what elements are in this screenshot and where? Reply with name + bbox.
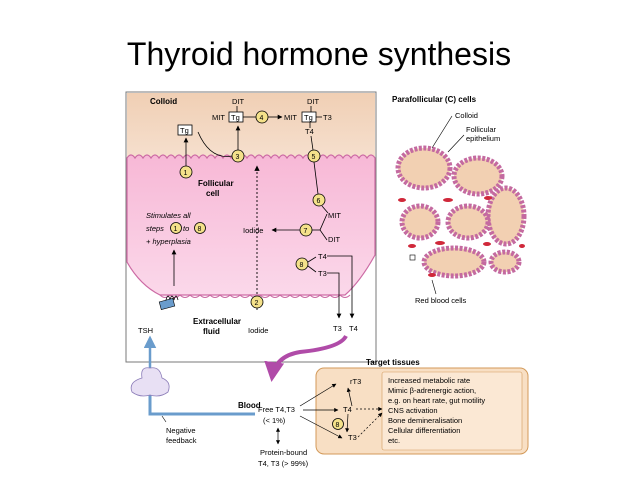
follicular-label-2: cell xyxy=(206,189,219,198)
iodide-outside-label: Iodide xyxy=(248,326,268,335)
dit-mid-label: DIT xyxy=(328,235,341,244)
effect-4: CNS activation xyxy=(388,406,438,415)
tsh-receptor-icon xyxy=(158,297,176,311)
step-2-circle xyxy=(250,295,264,309)
tg-left-label: Tg xyxy=(231,113,240,122)
arrow-tg-to-3 xyxy=(197,131,233,157)
mit-left-label: MIT xyxy=(212,113,225,122)
feedback-pointer xyxy=(161,415,167,423)
stimulates-step-8-circle xyxy=(194,222,206,234)
effect-2: Mimic β-adrenergic action, xyxy=(388,386,476,395)
target-t3-label: T3 xyxy=(348,433,357,442)
tsh-receptor-loops xyxy=(165,295,179,301)
step-1-label: 1 xyxy=(184,170,188,177)
step-4-label: 4 xyxy=(260,115,264,122)
effect-7: etc. xyxy=(388,436,400,445)
arrow-t4-out xyxy=(327,255,355,319)
arrow-t4-to-t3 xyxy=(345,413,350,433)
arrow-t4-to-rt3 xyxy=(346,387,353,407)
blood-label: Blood xyxy=(238,401,261,410)
stimulates-line-1: Stimulates all xyxy=(146,211,191,220)
target-t4-label: T4 xyxy=(343,405,352,414)
negative-feedback-1: Negative xyxy=(166,426,196,435)
t4-top-label: T4 xyxy=(305,127,314,136)
target-step-8-circle xyxy=(332,418,344,430)
t4-bottom-label: T4 xyxy=(349,324,358,333)
follicular-epithelium-1: Follicular xyxy=(466,125,497,134)
follicular-epithelium-2: epithelium xyxy=(466,134,500,143)
slide-title: Thyroid hormone synthesis xyxy=(126,36,512,72)
negative-feedback-line xyxy=(148,392,255,416)
effect-3: e.g. on heart rate, gut motility xyxy=(388,396,485,405)
step-8-circle xyxy=(295,257,309,271)
arrow-5-to-6 xyxy=(313,161,319,195)
stimulates-line-2: steps xyxy=(146,224,164,233)
dit-right-label: DIT xyxy=(307,97,320,106)
arrow-t3-effects xyxy=(357,412,383,438)
colloid-label: Colloid xyxy=(150,97,177,106)
arrow-blood-to-t3 xyxy=(299,415,343,439)
arrow-6-to-mit xyxy=(321,205,329,214)
free-t4-t3-label: Free T4,T3 xyxy=(258,405,295,414)
follicle-tissue-image xyxy=(395,145,527,279)
arrow-blood-to-rt3 xyxy=(299,383,337,407)
stimulates-to: to xyxy=(183,224,189,233)
step-8-label: 8 xyxy=(300,262,304,269)
tg-right-label: Tg xyxy=(304,113,313,122)
step-6-circle xyxy=(312,193,326,207)
purple-secretion-arrow xyxy=(264,334,348,382)
arrow-t3-out xyxy=(327,272,342,319)
iodide-inside-label: Iodide xyxy=(243,226,263,235)
stimulates-step-8-label: 8 xyxy=(198,226,202,233)
rbc-label: Red blood cells xyxy=(415,296,467,305)
pituitary-icon xyxy=(130,367,170,397)
protein-bound-label: Protein-bound xyxy=(260,448,307,457)
stimulates-step-1-label: 1 xyxy=(174,226,178,233)
t3-mid-label: T3 xyxy=(318,269,327,278)
negative-feedback-2: feedback xyxy=(166,436,197,445)
t3-top-label: T3 xyxy=(323,113,332,122)
extracellular-label-1: Extracellular xyxy=(193,317,241,326)
tg-box-label: Tg xyxy=(180,126,189,135)
t3-bottom-label: T3 xyxy=(333,324,342,333)
effect-6: Cellular differentiation xyxy=(388,426,460,435)
epithelium-pointer xyxy=(447,134,465,153)
follicular-label-1: Follicular xyxy=(198,179,234,188)
stimulates-line-3: + hyperplasia xyxy=(146,237,191,246)
step-3-label: 3 xyxy=(236,154,240,161)
colloid-pointer xyxy=(431,115,453,149)
arrow-8-to-t3 xyxy=(307,265,317,273)
effect-1: Increased metabolic rate xyxy=(388,376,470,385)
step-5-label: 5 xyxy=(312,154,316,161)
step-2-label: 2 xyxy=(255,300,259,307)
mit-mid-label: MIT xyxy=(328,211,341,220)
step-7-label: 7 xyxy=(304,228,308,235)
parafollicular-colloid: Colloid xyxy=(455,111,478,120)
step-6-label: 6 xyxy=(317,198,321,205)
target-tissues-title: Target tissues xyxy=(366,358,420,367)
arrow-8-to-t4 xyxy=(307,256,317,263)
colloid-region xyxy=(127,93,375,161)
stimulates-step-1-circle xyxy=(170,222,182,234)
target-step-8-label: 8 xyxy=(336,422,340,429)
t4-mid-label: T4 xyxy=(318,252,327,261)
tsh-label: TSH xyxy=(138,326,153,335)
rt3-label: rT3 xyxy=(350,377,361,386)
protein-bound-pct-label: T4, T3 (> 99%) xyxy=(258,459,309,468)
effect-5: Bone demineralisation xyxy=(388,416,462,425)
extracellular-label-2: fluid xyxy=(203,327,220,336)
mit-right-label: MIT xyxy=(284,113,297,122)
free-pct-label: (< 1%) xyxy=(263,416,286,425)
arrow-t4-to-5 xyxy=(310,135,314,151)
follicular-cell xyxy=(126,154,376,296)
tg-box xyxy=(177,124,193,136)
rbc-pointer xyxy=(431,279,437,295)
parafollicular-title: Parafollicular (C) cells xyxy=(392,95,477,104)
dit-left-label: DIT xyxy=(232,97,245,106)
